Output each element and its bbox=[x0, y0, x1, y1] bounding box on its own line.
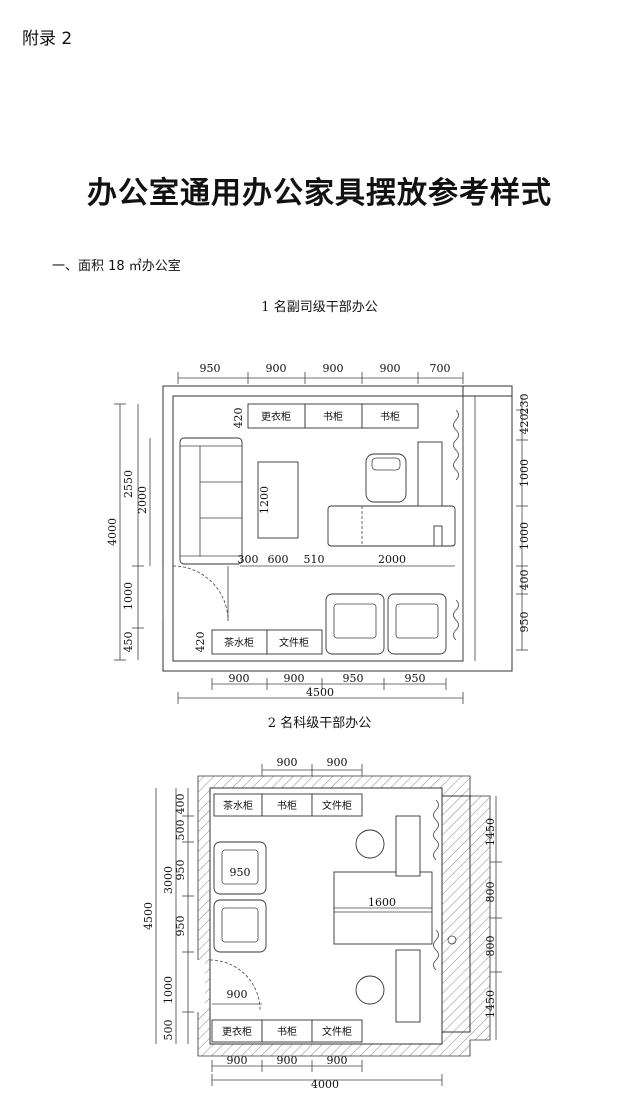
plan1-right-dim: 1000 bbox=[518, 522, 531, 550]
plan2-left-dim: 4500 bbox=[142, 902, 155, 930]
plan2-top-dim: 900 bbox=[277, 756, 298, 769]
plan1-bottom-dim: 900 bbox=[284, 672, 305, 685]
plan2-right-dim: 1450 bbox=[484, 818, 497, 846]
plan2-right-dim: 1450 bbox=[484, 990, 497, 1018]
plan1-cabinet bbox=[304, 403, 363, 429]
plan1-left-dim: 450 bbox=[122, 632, 135, 653]
plan2-cabinet-label: 茶水柜 bbox=[223, 799, 253, 812]
plan1-left-dim: 420 bbox=[194, 632, 207, 653]
plan1-inner-dim: 600 bbox=[268, 553, 289, 566]
plan1-side-cabinet bbox=[417, 441, 443, 507]
plan1-top-dim-ticks bbox=[177, 372, 464, 384]
plan1-left-dim: 2550 bbox=[122, 470, 135, 498]
plan1-cabinet-label: 书柜 bbox=[380, 410, 400, 423]
plan1-office-chair bbox=[365, 453, 407, 503]
plan2-office-chair bbox=[355, 829, 385, 859]
plan1-top-dim: 900 bbox=[323, 362, 344, 375]
plan1-sofa bbox=[179, 437, 243, 565]
plan1-cabinet bbox=[211, 629, 268, 655]
plan2-inner-dim: 950 bbox=[230, 866, 251, 879]
plan1-bottom-dim: 900 bbox=[229, 672, 250, 685]
plan2-curtain bbox=[433, 799, 439, 971]
plan2-cabinet bbox=[311, 793, 363, 817]
plan1-cabinet bbox=[361, 403, 419, 429]
plan1-door-arc bbox=[172, 565, 229, 622]
plan2-cabinet bbox=[311, 1019, 363, 1043]
plan2-inner-dim: 900 bbox=[227, 988, 248, 1001]
plan1-cabinet-label: 文件柜 bbox=[279, 636, 309, 649]
plan1-top-dim: 900 bbox=[266, 362, 287, 375]
plan2-cabinet-label: 文件柜 bbox=[322, 799, 352, 812]
plan1-right-dim: 1000 bbox=[518, 459, 531, 487]
plan1-outer-wall bbox=[162, 385, 513, 672]
plan1-top-dim: 950 bbox=[200, 362, 221, 375]
plan2-inner-dim: 1600 bbox=[368, 896, 396, 909]
appendix-label: 附录 2 bbox=[22, 29, 73, 49]
plan2-total-width: 4000 bbox=[311, 1078, 339, 1091]
plan1-inner-dim: 510 bbox=[304, 553, 325, 566]
plan1-bottom-dim: 950 bbox=[343, 672, 364, 685]
plan2-left-dim: 500 bbox=[174, 820, 187, 841]
section-heading: 一、面积 18 ㎡办公室 bbox=[52, 259, 181, 274]
plan2-left-dim: 500 bbox=[162, 1020, 175, 1041]
plan1-left-dim: 420 bbox=[232, 408, 245, 429]
plan2-office-chair bbox=[355, 975, 385, 1005]
plan2-right-dim: 800 bbox=[484, 936, 497, 957]
plan1-inner-dim: 2000 bbox=[378, 553, 406, 566]
plan1-inner-dim: 300 bbox=[238, 553, 259, 566]
plan2-bottom-dim: 900 bbox=[327, 1054, 348, 1067]
plan1-right-dim: 400 bbox=[518, 570, 531, 591]
plan2-cabinet-label: 书柜 bbox=[277, 799, 297, 812]
plan1-drawing: 950 900 900 900 700 更衣柜 书柜 书柜 420 1200 3… bbox=[106, 362, 531, 704]
plan2-caption: 2 名科级干部办公 bbox=[267, 716, 372, 731]
plan2-armchair bbox=[213, 899, 267, 953]
plan2-bottom-dim: 900 bbox=[277, 1054, 298, 1067]
plan1-cabinet-label: 更衣柜 bbox=[261, 410, 291, 423]
plan1-right-dim: 230 bbox=[518, 394, 531, 415]
plan1-left-dim: 1000 bbox=[122, 582, 135, 610]
document-title: 办公室通用办公家具摆放参考样式 bbox=[87, 176, 552, 211]
plan2-drawing: 900 900 茶水柜 书柜 文件柜 950 1600 900 更衣柜 书柜 bbox=[142, 756, 502, 1091]
plan1-right-dim: 420 bbox=[518, 414, 531, 435]
plan2-side-cabinet bbox=[395, 949, 421, 1023]
plan1-cabinet-label: 书柜 bbox=[323, 410, 343, 423]
plan2-door-arc bbox=[209, 959, 261, 1011]
plan2-top-dim: 900 bbox=[327, 756, 348, 769]
plan1-bottom-dim: 950 bbox=[405, 672, 426, 685]
plan2-cabinet-label: 更衣柜 bbox=[222, 1025, 252, 1038]
plan2-cabinet-label: 书柜 bbox=[277, 1025, 297, 1038]
plan2-side-cabinet bbox=[395, 815, 421, 877]
plan2-armchair bbox=[213, 841, 267, 895]
plan1-top-dim: 700 bbox=[430, 362, 451, 375]
plan1-tea-table bbox=[257, 461, 299, 539]
plan2-left-dim: 950 bbox=[174, 916, 187, 937]
plan1-desk bbox=[327, 505, 456, 547]
plan1-inner-dim: 1200 bbox=[258, 486, 271, 514]
plan2-bottom-dim: 900 bbox=[227, 1054, 248, 1067]
plan2-left-dim: 400 bbox=[174, 794, 187, 815]
plan1-armchair bbox=[387, 593, 447, 655]
plan2-left-dim: 3000 bbox=[162, 866, 175, 894]
plan1-armchair bbox=[325, 593, 385, 655]
plan1-curtain bbox=[453, 409, 459, 641]
plan1-cabinet-label: 茶水柜 bbox=[224, 636, 254, 649]
plan2-left-dim: 950 bbox=[174, 860, 187, 881]
plan2-left-dim: 1000 bbox=[162, 976, 175, 1004]
plan1-total-width: 4500 bbox=[306, 686, 334, 699]
plan1-left-dim: 4000 bbox=[106, 518, 119, 546]
plan2-cabinet-label: 文件柜 bbox=[322, 1025, 352, 1038]
plan1-cabinet bbox=[266, 629, 323, 655]
plan1-top-dim: 900 bbox=[380, 362, 401, 375]
plan1-left-dim: 2000 bbox=[136, 486, 149, 514]
plan1-caption: 1 名副司级干部办公 bbox=[261, 300, 378, 315]
plan1-right-dim: 950 bbox=[518, 612, 531, 633]
plan2-right-dim: 800 bbox=[484, 882, 497, 903]
